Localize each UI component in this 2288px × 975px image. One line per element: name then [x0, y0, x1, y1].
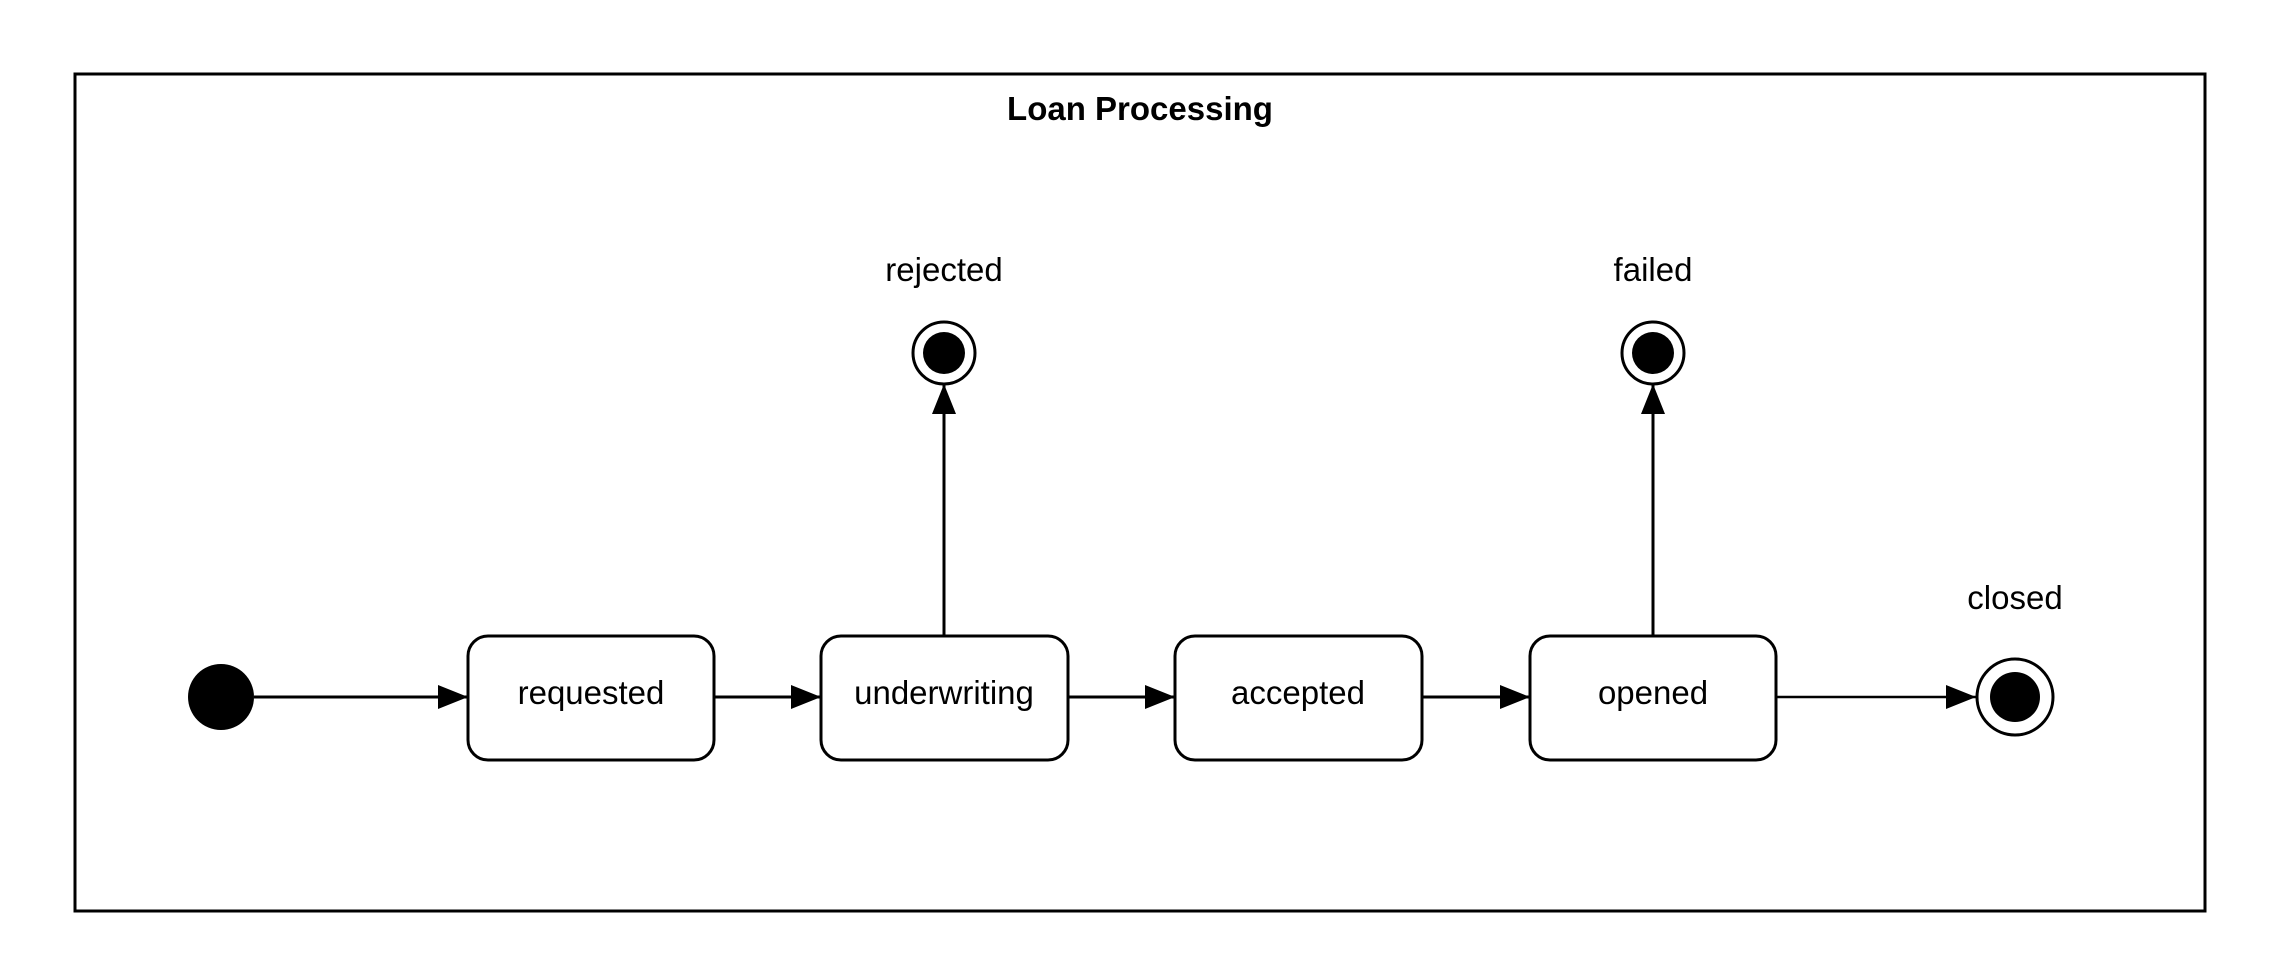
final-state-rejected: rejected [885, 251, 1003, 386]
state-requested: requested [466, 634, 716, 762]
state-underwriting-label: underwriting [854, 674, 1034, 711]
final-state-rejected-label: rejected [885, 251, 1002, 288]
state-requested-label: requested [518, 674, 665, 711]
state-accepted: accepted [1173, 634, 1424, 762]
diagram-frame [73, 72, 2207, 913]
state-opened: opened [1528, 634, 1778, 762]
state-underwriting: underwriting [819, 634, 1070, 762]
final-state-closed-label: closed [1967, 579, 2062, 616]
diagram-title: Loan Processing [1007, 90, 1273, 127]
final-state-closed: closed [1967, 579, 2063, 737]
initial-state [188, 664, 254, 730]
final-state-failed: failed [1614, 251, 1693, 386]
final-state-failed-label: failed [1614, 251, 1693, 288]
state-opened-label: opened [1598, 674, 1708, 711]
state-accepted-label: accepted [1231, 674, 1365, 711]
